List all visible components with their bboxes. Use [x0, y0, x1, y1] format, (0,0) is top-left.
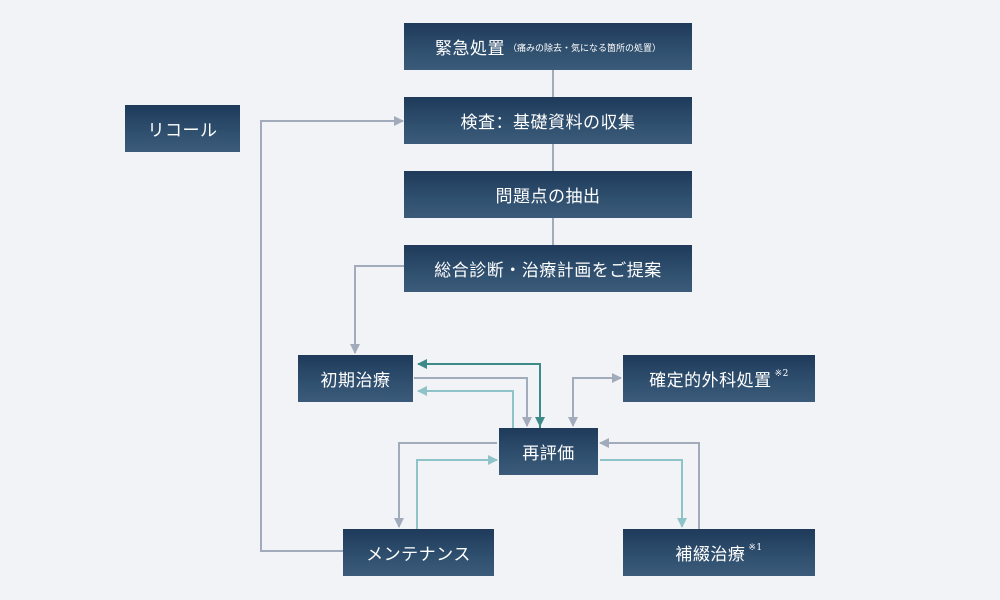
recall-box: リコール — [125, 105, 240, 152]
arrow-initial-reeval-dark — [418, 363, 545, 427]
examination-box: 検査：基礎資料の収集 — [404, 97, 692, 144]
arrow-surgery-reeval — [568, 377, 621, 427]
emergency-treatment-box: 緊急処置 （痛みの除去・気になる箇所の処置） — [404, 23, 692, 70]
emergency-treatment-label: 緊急処置 — [434, 39, 505, 59]
surgical-treatment-label: 確定的外科処置 — [649, 371, 772, 391]
arrow-supplement-reeval-gray — [599, 438, 700, 529]
re-evaluation-box: 再評価 — [499, 428, 598, 475]
examination-label: 検査：基礎資料の収集 — [460, 113, 636, 133]
initial-treatment-label: 初期治療 — [320, 371, 391, 391]
arrow-maintenance-exam — [260, 116, 404, 552]
initial-treatment-box: 初期治療 — [298, 355, 413, 402]
problem-extraction-box: 問題点の抽出 — [404, 171, 692, 218]
diagnosis-plan-label: 総合診断・治療計画をご提案 — [434, 261, 662, 281]
arrow-maintenance-reeval-teal — [416, 455, 498, 529]
re-evaluation-label: 再評価 — [522, 444, 575, 464]
problem-extraction-label: 問題点の抽出 — [495, 187, 601, 207]
maintenance-box: メンテナンス — [343, 529, 494, 576]
surgical-treatment-box: 確定的外科処置 ※2 — [623, 355, 815, 402]
arrow-initial-reeval-gray — [414, 377, 532, 427]
arrow-reeval-initial-dark — [417, 359, 541, 428]
maintenance-label: メンテナンス — [366, 545, 471, 565]
surgical-treatment-note-mark: ※2 — [774, 368, 789, 379]
diagnosis-plan-box: 総合診断・治療計画をご提案 — [404, 245, 692, 292]
prosthetic-treatment-label: 補綴治療 — [675, 545, 746, 565]
arrow-reeval-maintenance-gray — [394, 442, 497, 528]
recall-label: リコール — [147, 121, 218, 141]
prosthetic-treatment-box: 補綴治療 ※1 — [623, 529, 815, 576]
arrow-diagnosis-initial — [350, 265, 404, 354]
arrow-reeval-initial-teal — [417, 386, 514, 428]
prosthetic-treatment-note-mark: ※1 — [748, 542, 763, 553]
arrow-reeval-surgery — [572, 373, 622, 426]
arrow-reeval-supplement-teal — [600, 459, 687, 528]
emergency-treatment-note: （痛みの除去・気になる箇所の処置） — [507, 44, 661, 54]
